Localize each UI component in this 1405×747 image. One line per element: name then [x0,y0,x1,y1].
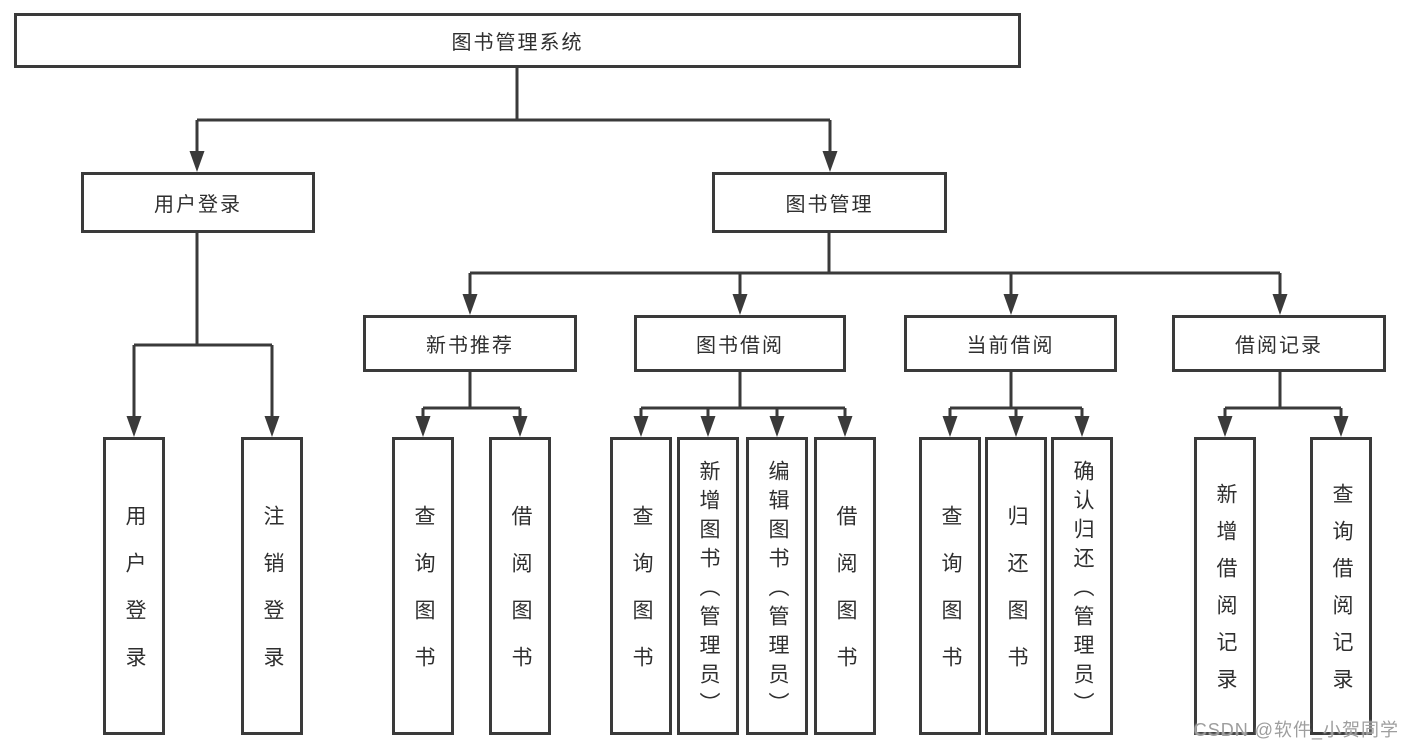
node-leaf-query-books-recommend: 查询图书 [392,437,454,735]
node-leaf-return-books: 归还图书 [985,437,1047,735]
leaf-label: 归还图书 [1005,505,1028,693]
node-user-login: 用户登录 [81,172,315,233]
node-new-book-recommend: 新书推荐 [363,315,577,372]
node-leaf-add-book-admin: 新增图书（管理员） [677,437,739,735]
node-borrow-records: 借阅记录 [1172,315,1386,372]
node-book-management: 图书管理 [712,172,947,233]
leaf-label: 借阅图书 [834,505,857,693]
node-leaf-borrow-books: 借阅图书 [814,437,876,735]
node-leaf-query-books-borrow: 查询图书 [610,437,672,735]
node-leaf-query-books-current: 查询图书 [919,437,981,735]
leaf-label: 查询图书 [630,505,653,693]
leaf-label: 查询图书 [939,505,962,693]
leaf-label: 新增图书（管理员） [697,459,720,721]
leaf-label: 新增借阅记录 [1214,483,1237,705]
node-leaf-query-borrow-record: 查询借阅记录 [1310,437,1372,735]
node-leaf-user-login: 用户登录 [103,437,165,735]
leaf-label: 确认归还（管理员） [1071,459,1094,721]
node-leaf-logout: 注销登录 [241,437,303,735]
node-leaf-add-borrow-record: 新增借阅记录 [1194,437,1256,735]
node-book-borrowing: 图书借阅 [634,315,846,372]
leaf-label: 用户登录 [123,505,146,693]
leaf-label: 编辑图书（管理员） [766,459,789,721]
node-leaf-borrow-books-recommend: 借阅图书 [489,437,551,735]
leaf-label: 注销登录 [261,505,284,693]
leaf-label: 借阅图书 [509,505,532,693]
leaf-label: 查询借阅记录 [1330,483,1353,705]
node-root: 图书管理系统 [14,13,1021,68]
node-current-borrowing: 当前借阅 [904,315,1117,372]
csdn-watermark: CSDN @软件_小贺同学 [1193,720,1399,740]
node-leaf-edit-book-admin: 编辑图书（管理员） [746,437,808,735]
leaf-label: 查询图书 [412,505,435,693]
node-leaf-confirm-return-admin: 确认归还（管理员） [1051,437,1113,735]
